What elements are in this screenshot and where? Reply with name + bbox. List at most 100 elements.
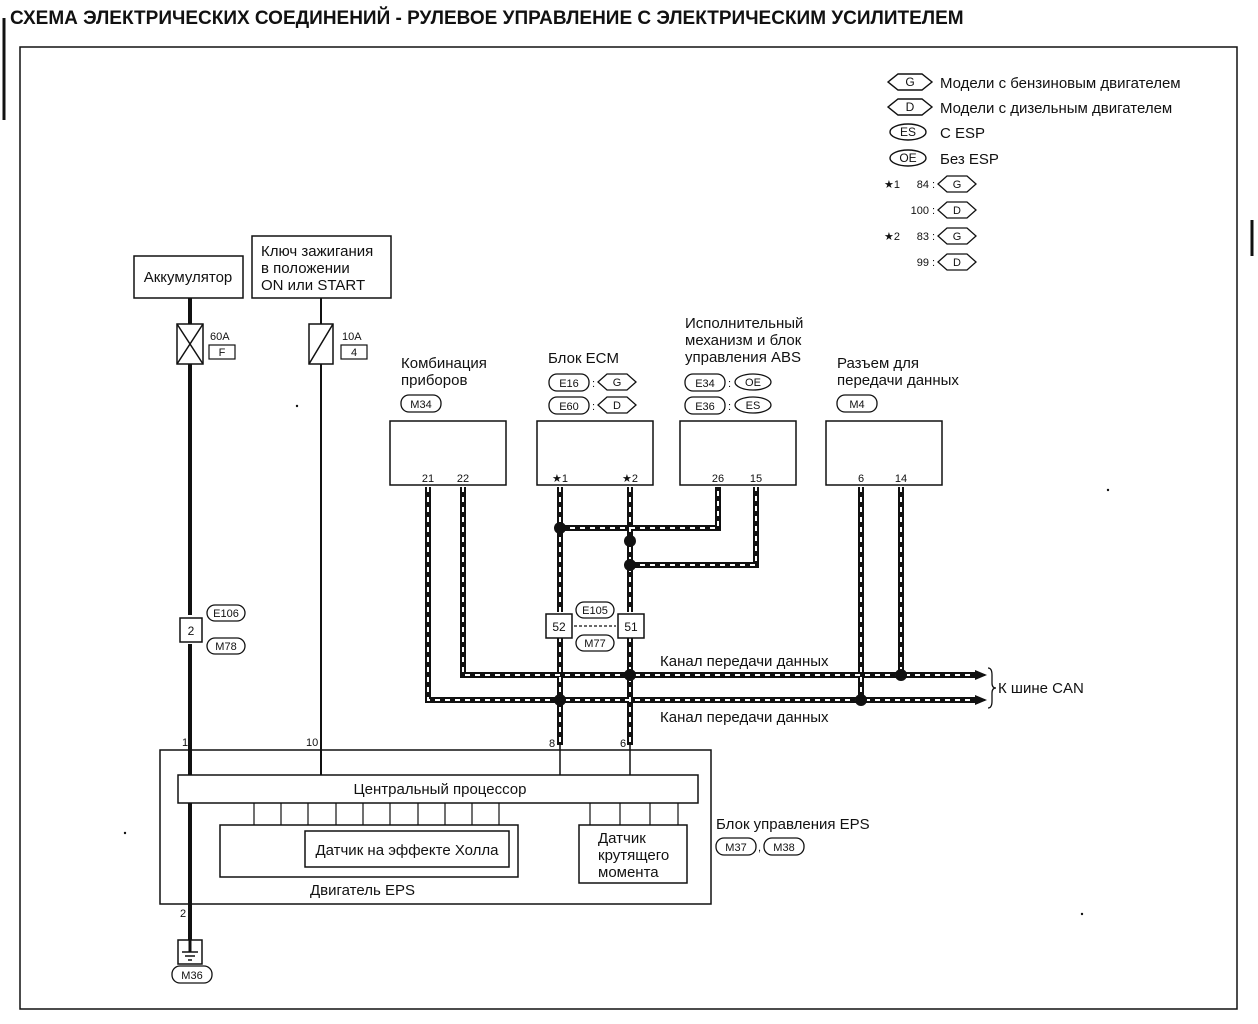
svg-text:E36: E36 — [695, 401, 715, 413]
svg-text:Центральный процессор: Центральный процессор — [354, 781, 527, 798]
svg-text:G: G — [905, 75, 914, 89]
svg-text:M77: M77 — [584, 638, 605, 650]
svg-text:E60: E60 — [559, 401, 579, 413]
svg-text::: : — [932, 205, 935, 217]
svg-text:8: 8 — [549, 738, 555, 750]
hall-sensor-block — [304, 830, 510, 868]
legend-item-d: D Модели с дизельным двигателем — [886, 98, 1172, 117]
svg-text:крутящего: крутящего — [598, 847, 669, 864]
svg-text:6: 6 — [858, 473, 864, 485]
torque-sensor-block — [578, 824, 688, 884]
legend-note-3: ★2 83 : G — [884, 227, 977, 245]
svg-text:★2: ★2 — [884, 231, 900, 243]
svg-text:Блок ECM: Блок ECM — [548, 350, 619, 367]
svg-text:приборов: приборов — [401, 372, 467, 389]
svg-text::: : — [728, 401, 731, 413]
svg-text::: : — [932, 179, 935, 191]
svg-text:момента: момента — [598, 864, 659, 881]
abs-actuator-block: Исполнительный механизм и блок управлени… — [679, 315, 803, 486]
svg-text:G: G — [613, 377, 622, 389]
svg-text::: : — [932, 231, 935, 243]
svg-text::: : — [592, 401, 595, 413]
svg-text:83: 83 — [917, 231, 929, 243]
svg-text:10A: 10A — [342, 331, 362, 343]
can-line-low-label: Канал передачи данных — [660, 709, 829, 726]
fusible-link-60a: 60A F — [176, 323, 236, 365]
svg-text:Исполнительный: Исполнительный — [685, 315, 803, 332]
can-wiring — [425, 487, 987, 745]
svg-text:OE: OE — [899, 151, 916, 165]
ignition-switch-block: Ключ зажигания в положении ON или START — [251, 235, 392, 299]
svg-text:10: 10 — [306, 737, 318, 749]
svg-text:E106: E106 — [213, 608, 239, 620]
junction-dots — [554, 522, 907, 706]
svg-text::: : — [728, 378, 731, 390]
svg-text:ES: ES — [746, 400, 761, 412]
data-link-connector-block: Разъем для передачи данных M4 6 14 — [825, 355, 959, 486]
svg-text:★1: ★1 — [884, 179, 900, 191]
svg-text:Блок управления EPS: Блок управления EPS — [716, 816, 870, 833]
fuse-10a: 10A 4 — [308, 323, 368, 365]
svg-text:14: 14 — [895, 473, 907, 485]
svg-text:★1: ★1 — [552, 473, 568, 485]
svg-text:D: D — [953, 205, 961, 217]
svg-text:в положении: в положении — [261, 260, 350, 277]
svg-text:51: 51 — [624, 620, 638, 634]
scan-specks — [123, 404, 1110, 916]
svg-text:★2: ★2 — [622, 473, 638, 485]
svg-text:E16: E16 — [559, 378, 579, 390]
svg-text:передачи данных: передачи данных — [837, 372, 959, 389]
svg-text:,: , — [758, 842, 761, 854]
svg-text:E105: E105 — [582, 605, 608, 617]
svg-text:26: 26 — [712, 473, 724, 485]
svg-text:G: G — [953, 231, 962, 243]
cpu-block — [177, 774, 699, 804]
diagram-frame — [19, 46, 1238, 1010]
svg-text:Разъем для: Разъем для — [837, 355, 919, 372]
svg-text:Датчик: Датчик — [598, 830, 646, 847]
ecm-block: Блок ECM E16 : G E60 : D ★1 ★2 — [536, 350, 654, 486]
svg-text:21: 21 — [422, 473, 434, 485]
svg-text:M36: M36 — [181, 970, 202, 982]
svg-text:Ключ зажигания: Ключ зажигания — [261, 243, 373, 260]
svg-text:ON или START: ON или START — [261, 277, 365, 294]
legend-note-2: 100 : D — [911, 201, 977, 219]
svg-text:6: 6 — [620, 738, 626, 750]
svg-text:D: D — [906, 100, 915, 114]
legend-note-4: 99 : D — [917, 253, 977, 271]
svg-text:Комбинация: Комбинация — [401, 355, 487, 372]
joint-connector-e105: 52 51 E105 M77 — [545, 601, 645, 652]
svg-text:управления ABS: управления ABS — [685, 349, 801, 366]
can-bus-brace — [987, 667, 997, 709]
svg-text:99: 99 — [917, 257, 929, 269]
eps-control-unit: 1 10 8 6 2 Центральный процессор — [159, 737, 712, 950]
svg-text:15: 15 — [750, 473, 762, 485]
svg-text:22: 22 — [457, 473, 469, 485]
svg-text:E34: E34 — [695, 378, 715, 390]
svg-text:100: 100 — [911, 205, 929, 217]
svg-text:D: D — [613, 400, 621, 412]
svg-text:2: 2 — [188, 624, 195, 638]
legend-item-g: G Модели с бензиновым двигателем — [886, 73, 1181, 92]
svg-text:F: F — [219, 347, 226, 359]
svg-text:2: 2 — [180, 908, 186, 920]
svg-text:Двигатель EPS: Двигатель EPS — [310, 882, 415, 899]
combination-meter-block: Комбинация приборов M34 21 22 — [389, 355, 507, 486]
svg-text:84: 84 — [917, 179, 929, 191]
svg-text:механизм и блок: механизм и блок — [685, 332, 802, 349]
legend-note-1: ★1 84 : G — [884, 175, 977, 193]
svg-text:M37: M37 — [725, 842, 746, 854]
svg-text:M34: M34 — [410, 399, 431, 411]
legend: G Модели с бензиновым двигателем D Модел… — [884, 73, 1181, 271]
svg-text:Без ESP: Без ESP — [940, 151, 999, 168]
diagram-title: СХЕМА ЭЛЕКТРИЧЕСКИХ СОЕДИНЕНИЙ - РУЛЕВОЕ… — [10, 8, 964, 29]
svg-text:Модели с бензиновым двигателем: Модели с бензиновым двигателем — [940, 75, 1181, 92]
legend-item-oe: OE Без ESP — [889, 149, 999, 168]
svg-text:M4: M4 — [849, 399, 864, 411]
svg-text:Модели с дизельным двигателем: Модели с дизельным двигателем — [940, 100, 1172, 117]
can-line-high-label: Канал передачи данных — [660, 653, 829, 670]
svg-text:1: 1 — [182, 737, 188, 749]
eps-unit-label: Блок управления EPS M37 , M38 — [715, 816, 870, 856]
battery-block: Аккумулятор — [133, 255, 244, 299]
can-bus-label: К шине CAN — [998, 680, 1084, 697]
